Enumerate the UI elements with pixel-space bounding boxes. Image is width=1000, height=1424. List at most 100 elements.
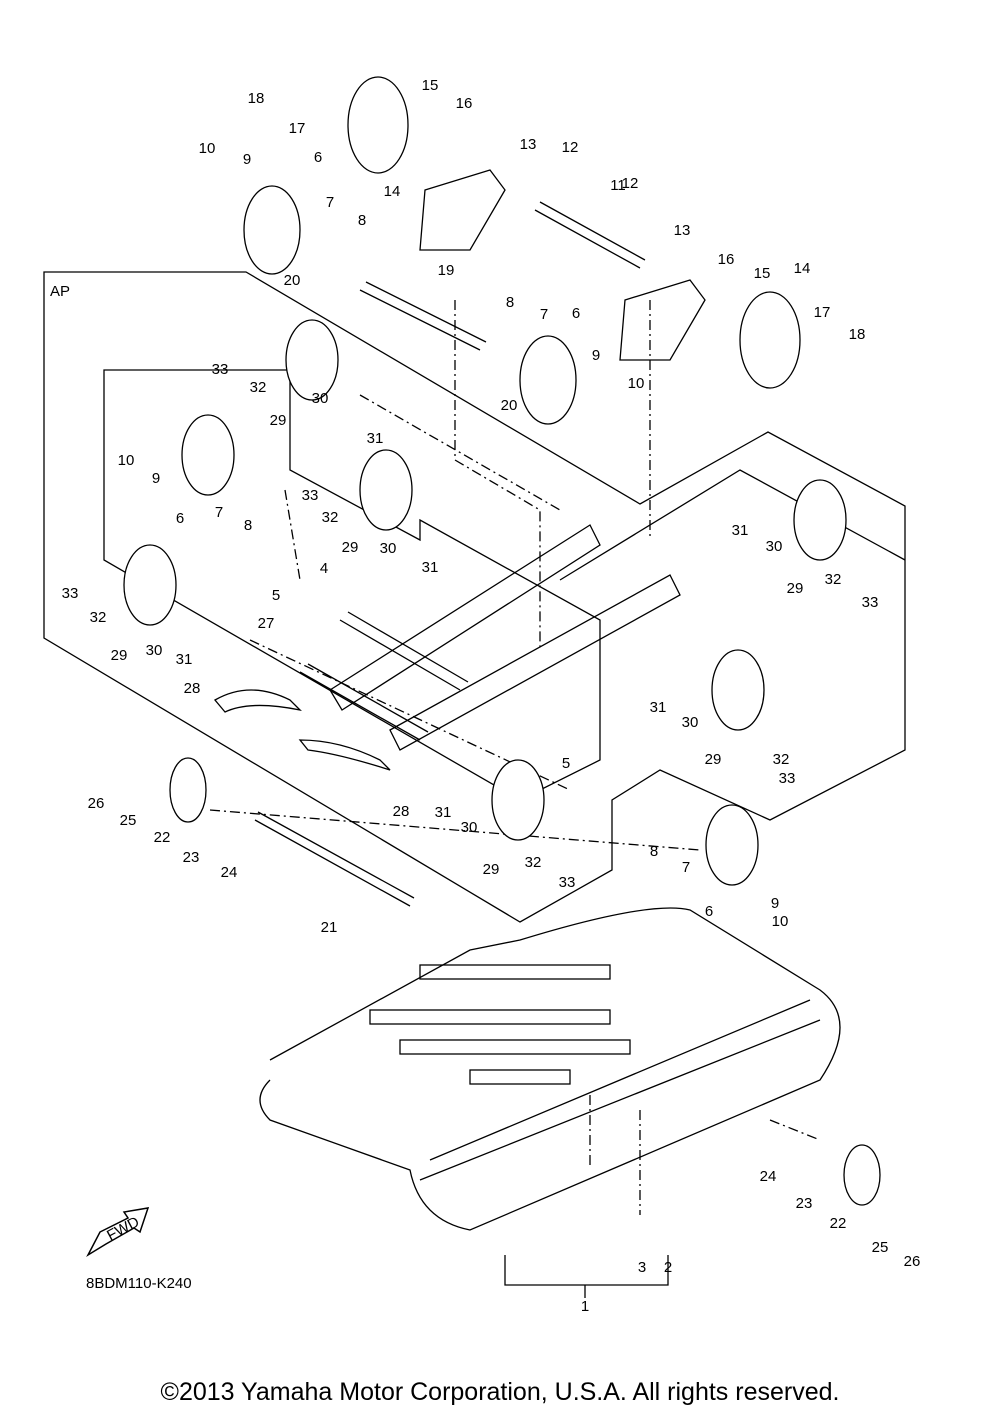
right-rail [389,574,681,751]
callout-number: 33 [559,874,576,891]
callout-number: 9 [152,470,160,487]
track-belt [259,907,841,1231]
callout-number: 24 [221,864,238,881]
left-rail [329,524,601,711]
left-bracket [419,169,506,251]
callout-number: 12 [562,139,579,156]
callout-number: 31 [732,522,749,539]
callout-number: 6 [314,149,322,166]
kit-outline [103,369,601,801]
callout-number: 29 [705,751,722,768]
callout-number: 30 [461,819,478,836]
wheel-22-right [843,1144,881,1206]
callout-number: 17 [289,120,306,137]
track-inner [419,999,821,1181]
callout-number: 30 [682,714,699,731]
callout-number: 7 [682,859,690,876]
callout-number: 24 [760,1168,777,1185]
callout-number: 22 [154,829,171,846]
callout-number: 29 [111,647,128,664]
wheel-29-right [793,479,847,561]
callout-number: 2 [664,1259,672,1276]
front-cross-shaft [339,611,469,691]
right-bracket [619,279,706,361]
rear-cross-shaft [299,663,429,741]
callout-number: 27 [258,615,275,632]
callout-number: 17 [814,304,831,321]
callout-number: 31 [176,651,193,668]
callout-number: 11 [610,177,626,194]
callout-number: 8 [244,517,252,534]
callout-number: 28 [393,803,410,820]
callout-number: 31 [422,559,439,576]
wheel-29-b [359,449,413,531]
callout-number: 33 [212,361,229,378]
fwd-arrow-icon: FWD [86,1207,150,1258]
callout-number: 22 [830,1215,847,1232]
right-kit-outline [559,469,906,581]
assembly-outlines [43,169,906,1298]
axle-21 [254,811,415,907]
dash-leaders [209,300,821,1215]
callout-number: 29 [342,539,359,556]
callout-number: 9 [771,895,779,912]
callout-number: 18 [849,326,866,343]
callout-number: 10 [199,140,216,157]
callout-number: 29 [483,861,500,878]
callout-number: 30 [146,642,163,659]
callout-number: 6 [705,903,713,920]
callout-number: 1 [581,1298,589,1315]
callout-number: 15 [422,77,439,94]
callout-number: 33 [62,585,79,602]
callout-number: 26 [904,1253,921,1270]
wheel-29-c [123,544,177,626]
callout-number: 31 [367,430,384,447]
slide-rail-right [298,739,391,771]
callout-number: 15 [754,265,771,282]
callout-number: 8 [506,294,514,311]
callout-number: 33 [779,770,796,787]
slide-rail-left [214,689,302,713]
callout-number: 20 [284,272,301,289]
callout-number: 19 [438,262,455,279]
callout-number: 7 [326,194,334,211]
callout-number: 25 [872,1239,889,1256]
top-axle-11 [534,201,646,269]
callout-number: 10 [772,913,789,930]
callout-bracket-1 [504,1255,669,1298]
callout-number: 33 [862,594,879,611]
callout-number: 6 [176,510,184,527]
wheel-29-a [285,319,339,401]
callout-number: 4 [320,560,328,577]
wheel-29-low [491,759,545,841]
callout-number: 32 [250,379,267,396]
section-label: AP [50,283,70,300]
callout-number: 12 [622,175,639,192]
callout-number: 5 [562,755,570,772]
callout-number: 9 [592,347,600,364]
callout-number: 31 [435,804,452,821]
copyright-text: ©2013 Yamaha Motor Corporation, U.S.A. A… [160,1378,840,1406]
callout-number: 3 [638,1259,646,1276]
callout-number: 6 [572,305,580,322]
fwd-label: FWD [104,1213,142,1244]
wheel-6-mid [519,335,577,425]
wheels [123,76,881,1206]
callout-number: 7 [540,306,548,323]
callout-number: 16 [718,251,735,268]
top-axle-19 [359,281,487,351]
callout-number: 29 [270,412,287,429]
wheel-29-right2 [711,649,765,731]
callout-number: 10 [118,452,135,469]
callout-number: 8 [650,843,658,860]
callout-number: 21 [321,919,338,936]
callout-number: 23 [796,1195,813,1212]
callout-number: 26 [88,795,105,812]
callout-number: 9 [243,151,251,168]
callout-number: 31 [650,699,667,716]
callout-number: 7 [215,504,223,521]
wheel-14-right [739,291,801,389]
callout-number: 13 [520,136,537,153]
